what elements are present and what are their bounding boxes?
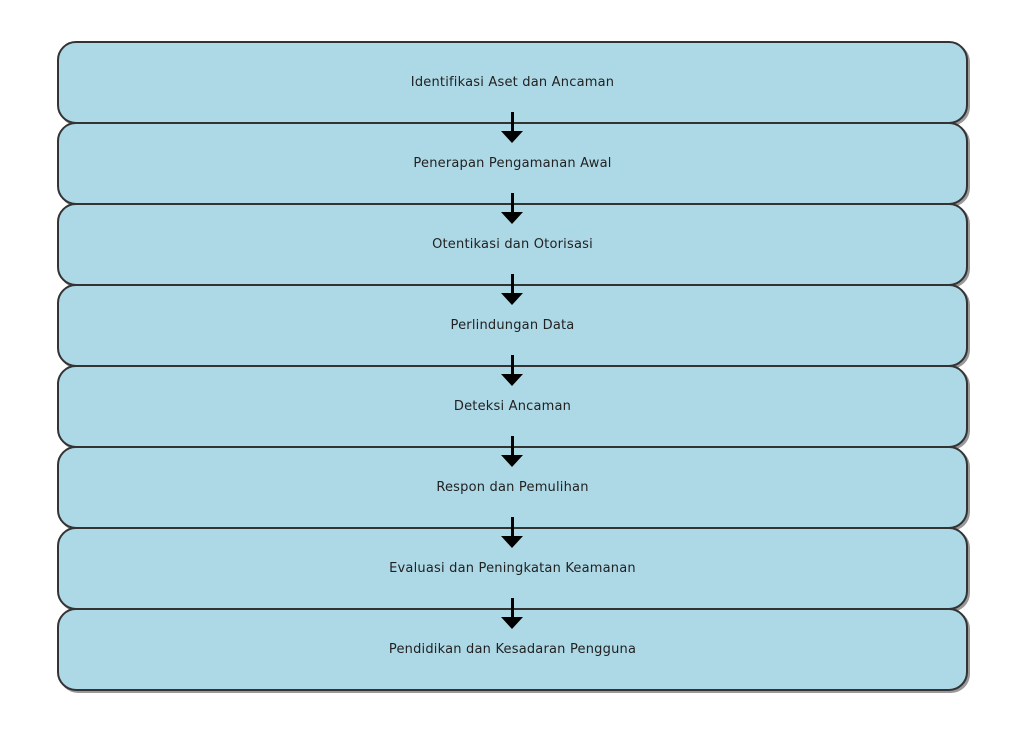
flow-node-label: Identifikasi Aset dan Ancaman bbox=[410, 75, 615, 90]
flow-node-label: Respon dan Pemulihan bbox=[436, 480, 589, 495]
flow-node-label: Pendidikan dan Kesadaran Pengguna bbox=[388, 642, 637, 657]
flow-node-2: Penerapan Pengamanan Awal bbox=[57, 122, 968, 205]
flow-node-label: Evaluasi dan Peningkatan Keamanan bbox=[389, 561, 636, 576]
flow-node-4: Perlindungan Data bbox=[57, 284, 968, 367]
flow-node-label: Perlindungan Data bbox=[450, 318, 575, 333]
flow-node-7: Evaluasi dan Peningkatan Keamanan bbox=[57, 527, 968, 610]
flow-node-label: Otentikasi dan Otorisasi bbox=[432, 237, 593, 252]
flow-node-3: Otentikasi dan Otorisasi bbox=[57, 203, 968, 286]
flowchart: Identifikasi Aset dan Ancaman Penerapan … bbox=[57, 41, 968, 691]
flow-node-label: Deteksi Ancaman bbox=[453, 399, 572, 414]
flow-node-1: Identifikasi Aset dan Ancaman bbox=[57, 41, 968, 124]
flow-node-6: Respon dan Pemulihan bbox=[57, 446, 968, 529]
flow-node-5: Deteksi Ancaman bbox=[57, 365, 968, 448]
flow-node-label: Penerapan Pengamanan Awal bbox=[413, 156, 612, 171]
flow-node-8: Pendidikan dan Kesadaran Pengguna bbox=[57, 608, 968, 691]
